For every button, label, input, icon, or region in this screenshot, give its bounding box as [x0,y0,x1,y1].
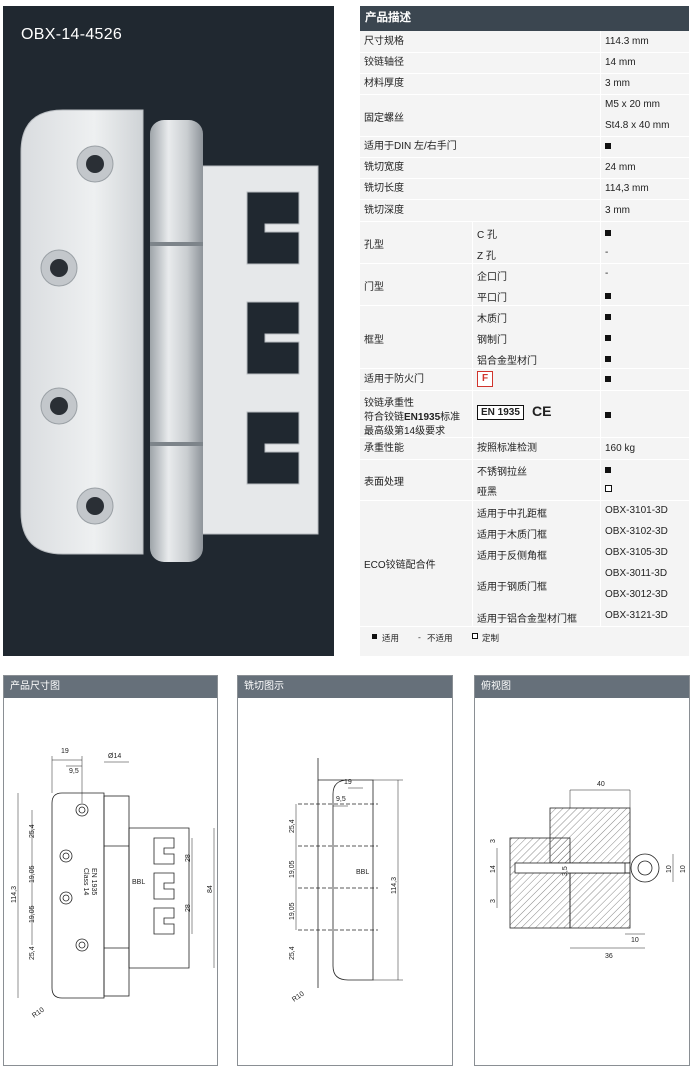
hinge-barrel [150,120,203,562]
svg-text:28: 28 [185,904,192,912]
svg-text:10: 10 [631,937,639,944]
svg-text:BBL: BBL [132,879,145,886]
row-frame-type: 框型 木质门 钢制门 铝合金型材门 [360,306,689,369]
row-size: 尺寸规格 114.3 mm [360,32,689,53]
svg-text:BBL: BBL [356,869,369,876]
row-din: 适用于DIN 左/右手门 [360,137,689,158]
hinge-right-leaf [198,165,319,535]
fire-door-badge: F [477,371,493,387]
row-fire-door: 适用于防火门 F [360,369,689,391]
row-axis: 铰链轴径 14 mm [360,53,689,74]
row-door-type: 门型 企口门 - 平口门 [360,264,689,306]
svg-text:19,05: 19,05 [289,860,296,878]
dimension-drawing: 19 9,5 Ø14 25,4 19,05 19,05 25,4 114,3 2… [11,748,215,1020]
row-eco-fittings: ECO铰链配合件 适用于中孔距框 OBX-3101-3D 适用于木质门框 OBX… [360,501,689,627]
svg-text:9,5: 9,5 [69,768,79,775]
row-surface: 表面处理 不锈钢拉丝 哑黑 [360,460,689,501]
panel-milling-title: 铣切图示 [238,676,452,698]
svg-text:25,4: 25,4 [289,819,296,833]
svg-text:19: 19 [61,748,69,755]
row-mill-length: 铣切长度 114,3 mm [360,179,689,200]
svg-text:10: 10 [680,865,687,873]
hinge-left-leaf [20,109,144,555]
spec-table-title: 产品描述 [360,6,689,31]
top-view-drawing: 40 3 14 3 3,5 10 10 10 36 [490,781,687,960]
svg-text:10: 10 [666,865,673,873]
svg-text:3: 3 [490,839,497,843]
spec-table: 产品描述 尺寸规格 114.3 mm 铰链轴径 14 mm 材料厚度 3 mm … [360,6,689,656]
svg-text:19: 19 [344,779,352,786]
milling-drawing: 19 9,5 25,4 19,05 19,05 25,4 114,3 BBL R… [289,758,403,1004]
panel-dimensions-title: 产品尺寸图 [4,676,217,698]
svg-text:Ø14: Ø14 [108,753,121,760]
panel-top-view: 俯视图 40 3 14 3 3,5 10 10 10 [474,675,690,1066]
svg-text:19,05: 19,05 [289,902,296,920]
row-mill-width: 铣切宽度 24 mm [360,158,689,179]
svg-text:R10: R10 [291,990,306,1003]
svg-text:9,5: 9,5 [336,796,346,803]
svg-text:40: 40 [597,781,605,788]
svg-text:Class 14: Class 14 [82,868,89,895]
svg-text:R10: R10 [31,1006,46,1019]
svg-text:36: 36 [605,953,613,960]
panel-dimensions: 产品尺寸图 19 9,5 Ø14 25,4 19,05 19,05 25,4 1… [3,675,218,1066]
svg-text:3,5: 3,5 [562,866,569,876]
en1935-badge: EN 1935 [477,405,524,420]
screw-holes [40,145,114,525]
svg-text:14: 14 [490,865,497,873]
svg-text:114,3: 114,3 [11,886,18,903]
svg-text:114,3: 114,3 [391,877,398,894]
svg-text:19,05: 19,05 [29,905,36,923]
product-code: OBX-14-4526 [21,26,123,43]
svg-text:25,4: 25,4 [289,946,296,960]
row-load: 铰链承重性 符合铰链EN1935标准 最高级第14级要求 EN 1935 CE [360,391,689,438]
row-screws: 固定螺丝 M5 x 20 mm St4.8 x 40 mm [360,95,689,137]
ce-mark: CE [532,403,552,419]
svg-text:3: 3 [490,899,497,903]
svg-text:19,05: 19,05 [29,865,36,883]
row-hole-type: 孔型 C 孔 Z 孔 - [360,222,689,264]
hinge-illustration [20,109,319,562]
svg-text:25,4: 25,4 [29,946,36,960]
svg-text:84: 84 [207,885,214,893]
row-mill-depth: 铣切深度 3 mm [360,200,689,222]
svg-text:28: 28 [185,854,192,862]
row-thickness: 材料厚度 3 mm [360,74,689,95]
svg-text:EN 1935: EN 1935 [90,868,97,895]
panel-milling: 铣切图示 19 9,5 25,4 19,05 19,05 25,4 114,3 … [237,675,453,1066]
panel-top-view-title: 俯视图 [475,676,689,698]
row-bearing: 承重性能 按照标准检测 160 kg [360,438,689,460]
product-photo-panel: OBX-14-4526 [3,6,334,656]
svg-text:25,4: 25,4 [29,824,36,838]
